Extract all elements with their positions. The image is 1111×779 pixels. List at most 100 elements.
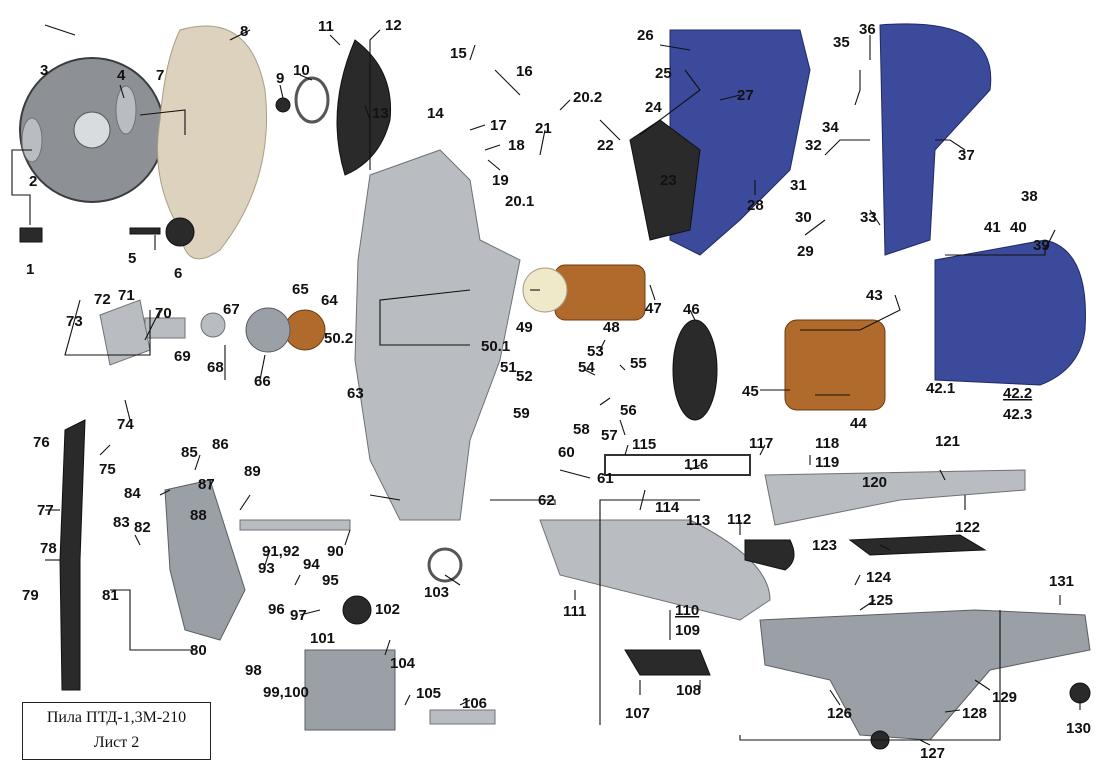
- part-shapes: [19, 23, 1091, 750]
- handle-half-right: [879, 23, 992, 256]
- guard-cover-plate: [336, 39, 392, 176]
- callout-17: 17: [490, 117, 507, 134]
- callout-4: 4: [117, 67, 126, 84]
- bushing-9: [275, 97, 291, 113]
- callout-38: 38: [1021, 188, 1038, 205]
- callout-29: 29: [797, 243, 814, 260]
- callout-118: 118: [815, 435, 839, 452]
- callout-25: 25: [655, 65, 672, 82]
- flange-inner: [115, 85, 137, 135]
- callout-5: 5: [128, 250, 136, 267]
- gear-65: [284, 309, 326, 351]
- callout-101: 101: [310, 630, 335, 647]
- title-block-sheet: Лист 2: [93, 734, 140, 751]
- callout-31: 31: [790, 177, 807, 194]
- callout-35: 35: [833, 34, 850, 51]
- callout-80: 80: [190, 642, 207, 659]
- callout-3: 3: [40, 62, 48, 79]
- lock-handle-112: [744, 539, 795, 571]
- callout-89: 89: [244, 463, 261, 480]
- gearbox-cover-66: [245, 307, 291, 353]
- callout-50-2: 50.2: [324, 330, 353, 347]
- callout-120: 120: [862, 474, 887, 491]
- base-129: [759, 609, 1091, 741]
- callout-79: 79: [22, 587, 39, 604]
- callout-125: 125: [868, 592, 893, 609]
- blade-bolt: [19, 227, 43, 243]
- callout-115: 115: [632, 436, 656, 453]
- callout-34: 34: [822, 119, 839, 136]
- callout-65: 65: [292, 281, 309, 298]
- callout-124: 124: [866, 569, 892, 586]
- main-arm-casting: [354, 149, 521, 521]
- callout-126: 126: [827, 705, 852, 722]
- callout-81: 81: [102, 587, 119, 604]
- callout-49: 49: [516, 319, 533, 336]
- callout-113: 113: [686, 512, 710, 529]
- callout-42-3: 42.3: [1003, 406, 1032, 423]
- callout-106: 106: [462, 695, 487, 712]
- fan-49: [522, 267, 568, 313]
- callout-61: 61: [597, 470, 614, 487]
- callout-20-2: 20.2: [573, 89, 602, 106]
- stator: [784, 319, 886, 411]
- flange-outer: [21, 117, 43, 163]
- callout-48: 48: [603, 319, 620, 336]
- motor-housing: [934, 239, 1086, 386]
- callout-53: 53: [587, 343, 604, 360]
- fence-120: [764, 469, 1026, 526]
- guard-spring: [294, 76, 330, 124]
- callout-63: 63: [347, 385, 364, 402]
- callout-60: 60: [558, 444, 575, 461]
- callout-58: 58: [573, 421, 590, 438]
- title-block-model: Пила ПТД-1,3М-210: [46, 709, 187, 726]
- callout-117: 117: [749, 435, 773, 452]
- support-arm-77: [59, 419, 86, 691]
- callout-45: 45: [742, 383, 759, 400]
- callout-19: 19: [492, 172, 509, 189]
- spring-103: [427, 547, 463, 583]
- callout-12: 12: [385, 17, 402, 34]
- callout-44: 44: [850, 415, 867, 432]
- guard-washer: [165, 217, 195, 247]
- callout-23: 23: [660, 172, 677, 189]
- callout-75: 75: [99, 461, 116, 478]
- callout-116: 116: [684, 456, 708, 473]
- callout-128: 128: [962, 705, 987, 722]
- callout-108: 108: [676, 682, 701, 699]
- callout-32: 32: [805, 137, 822, 154]
- rail-116: [604, 454, 751, 476]
- callout-112: 112: [727, 511, 751, 528]
- callout-93: 93: [258, 560, 275, 577]
- callout-70: 70: [155, 305, 172, 322]
- callout-40: 40: [1010, 219, 1027, 236]
- callout-18: 18: [508, 137, 525, 154]
- callout-24: 24: [645, 99, 662, 116]
- callout-109: 109: [675, 622, 700, 639]
- callout-85: 85: [181, 444, 198, 461]
- callout-122: 122: [955, 519, 980, 536]
- callout-27: 27: [737, 87, 754, 104]
- callout-14: 14: [427, 105, 444, 122]
- callout-129: 129: [992, 689, 1017, 706]
- callout-88: 88: [190, 507, 207, 524]
- callout-46: 46: [683, 301, 700, 318]
- callout-26: 26: [637, 27, 654, 44]
- callout-104: 104: [390, 655, 416, 672]
- callout-6: 6: [174, 265, 182, 282]
- callout-82: 82: [134, 519, 151, 536]
- callout-90: 90: [327, 543, 344, 560]
- lower-blade-guard: [157, 25, 268, 260]
- callout-91-92: 91,92: [262, 543, 300, 560]
- callout-107: 107: [625, 705, 650, 722]
- bracket-101: [304, 649, 396, 731]
- guard-screw: [129, 227, 161, 235]
- callout-57: 57: [601, 427, 618, 444]
- callout-51: 51: [500, 359, 517, 376]
- callout-64: 64: [321, 292, 338, 309]
- pivot-pin-90: [239, 519, 351, 531]
- leader-lines: [11, 24, 1081, 746]
- callout-77: 77: [37, 502, 54, 519]
- callout-55: 55: [630, 355, 647, 372]
- callout-15: 15: [450, 45, 467, 62]
